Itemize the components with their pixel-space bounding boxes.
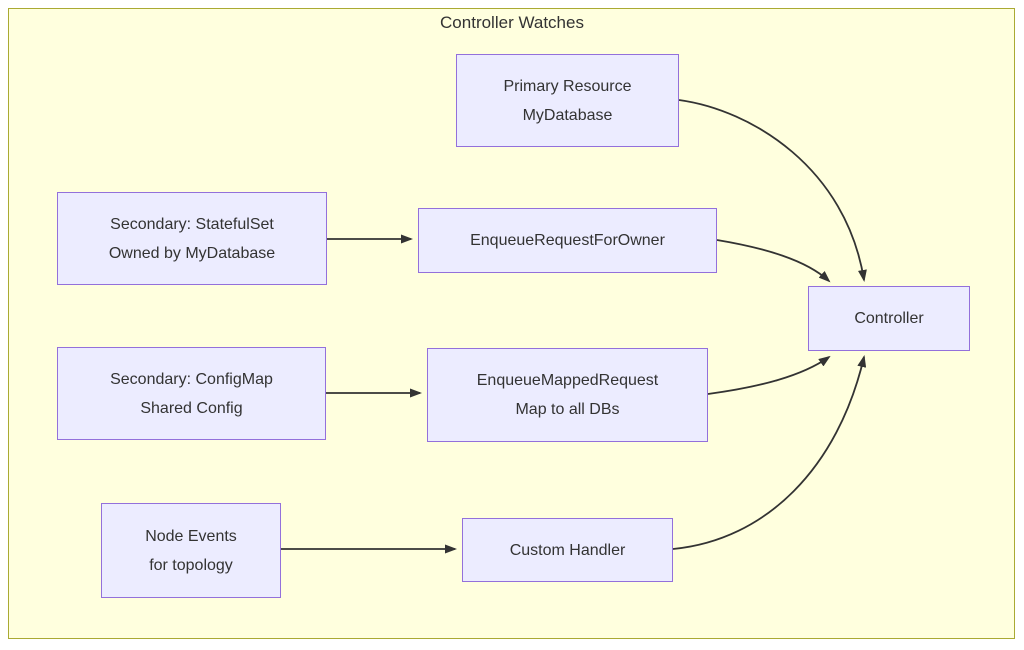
node-label: Controller [854, 310, 924, 327]
node-label: Secondary: ConfigMap [110, 370, 273, 388]
node-enqueue-mapped-request: EnqueueMappedRequest Map to all DBs [427, 348, 708, 442]
node-custom-handler: Custom Handler [462, 518, 673, 582]
node-label: Map to all DBs [515, 401, 620, 418]
node-label: EnqueueRequestForOwner [470, 232, 665, 249]
node-label: Shared Config [140, 399, 243, 417]
node-controller: Controller [808, 286, 970, 351]
node-label: Node Events [145, 527, 237, 545]
node-enqueue-request-for-owner: EnqueueRequestForOwner [418, 208, 717, 273]
node-label: EnqueueMappedRequest [476, 372, 659, 389]
node-label: Custom Handler [509, 541, 626, 559]
node-label: for topology [149, 556, 233, 574]
node-label: Primary Resource [503, 77, 632, 95]
node-secondary-configmap: Secondary: ConfigMap Shared Config [57, 347, 326, 440]
diagram-title: Controller Watches [440, 13, 584, 32]
node-secondary-statefulset: Secondary: StatefulSet Owned by MyDataba… [57, 192, 327, 285]
node-label: Owned by MyDatabase [108, 244, 276, 262]
node-primary-resource: Primary Resource MyDatabase [456, 54, 679, 147]
node-node-events: Node Events for topology [101, 503, 281, 598]
node-label: Secondary: StatefulSet [110, 215, 274, 233]
node-label: MyDatabase [522, 106, 613, 124]
